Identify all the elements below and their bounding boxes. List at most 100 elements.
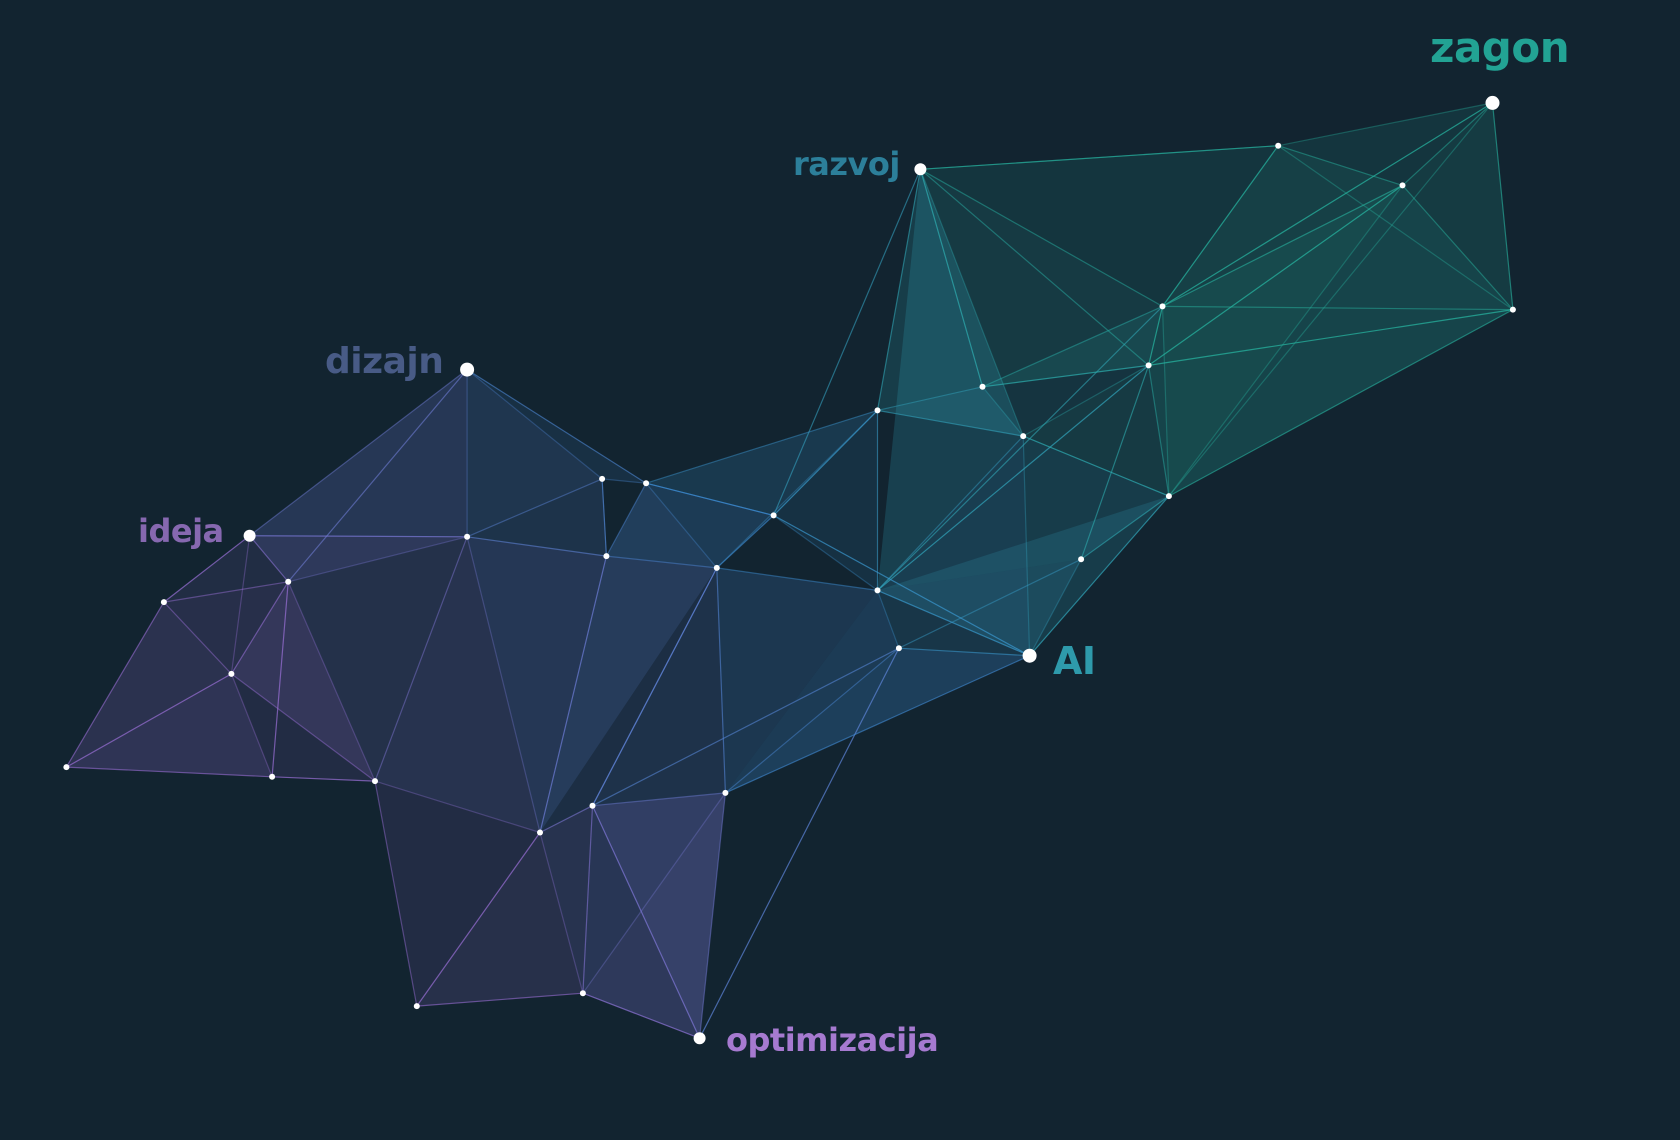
graph-edge bbox=[591, 567, 718, 806]
graph-edges bbox=[65, 102, 1514, 1039]
graph-nodes bbox=[63, 95, 1516, 1045]
graph-node bbox=[895, 645, 902, 652]
mesh-face bbox=[1148, 306, 1169, 497]
graph-node bbox=[1165, 493, 1172, 500]
hub-node bbox=[460, 362, 475, 377]
hub-node bbox=[914, 163, 927, 176]
graph-edge bbox=[898, 558, 1082, 649]
graph-edge bbox=[1080, 495, 1170, 560]
mesh-face bbox=[467, 536, 607, 833]
label-optimizacija: optimizacija bbox=[726, 1021, 939, 1059]
mesh-face bbox=[1162, 185, 1403, 497]
label-ideja: ideja bbox=[138, 512, 224, 550]
graph-edge bbox=[699, 792, 726, 1039]
mesh-face bbox=[582, 792, 726, 994]
mesh-face bbox=[982, 365, 1149, 437]
graph-edge bbox=[716, 409, 878, 569]
mesh-face bbox=[920, 169, 1163, 387]
hub-node bbox=[1022, 648, 1037, 663]
graph-edge bbox=[773, 169, 921, 516]
mesh-face bbox=[877, 436, 1030, 656]
label-dizajn: dizajn bbox=[325, 341, 444, 382]
graph-edge bbox=[374, 536, 468, 782]
graph-edge bbox=[539, 832, 584, 994]
mesh-face bbox=[163, 535, 289, 603]
graph-edge bbox=[539, 555, 607, 833]
mesh-face bbox=[592, 567, 726, 806]
graph-node bbox=[722, 789, 729, 796]
graph-edge bbox=[1168, 102, 1493, 497]
graph-edge bbox=[66, 766, 273, 778]
graph-edge bbox=[1161, 306, 1170, 497]
mesh-face bbox=[606, 483, 717, 568]
graph-edge bbox=[66, 673, 232, 768]
graph-edge bbox=[645, 482, 774, 516]
graph-edge bbox=[539, 805, 593, 834]
graph-edge bbox=[592, 792, 726, 807]
graph-edge bbox=[288, 536, 468, 583]
graph-edge bbox=[876, 590, 900, 649]
graph-edge bbox=[773, 409, 878, 516]
graph-edge bbox=[1022, 435, 1170, 497]
graph-edge bbox=[1022, 436, 1031, 656]
graph-edge bbox=[230, 581, 289, 675]
mesh-face bbox=[877, 559, 1082, 656]
graph-edge bbox=[1148, 365, 1170, 497]
label-ai: AI bbox=[1053, 639, 1096, 683]
graph-node bbox=[1159, 303, 1166, 310]
graph-edge bbox=[982, 364, 1149, 388]
graph-node bbox=[372, 778, 378, 785]
graph-node bbox=[603, 553, 610, 560]
mesh-face bbox=[1023, 365, 1169, 497]
graph-edge bbox=[877, 435, 1024, 591]
graph-node bbox=[589, 802, 596, 809]
graph-edge bbox=[920, 145, 1279, 170]
mesh-face bbox=[725, 590, 899, 793]
mesh-face bbox=[725, 648, 1030, 793]
mesh-face bbox=[375, 536, 540, 833]
triangle-fills bbox=[66, 102, 1513, 1039]
graph-edge bbox=[877, 409, 1024, 437]
graph-edge bbox=[1168, 185, 1403, 497]
graph-edge bbox=[582, 805, 594, 994]
graph-edge bbox=[605, 482, 647, 557]
mesh-face bbox=[66, 602, 232, 768]
graph-edge bbox=[65, 601, 165, 768]
graph-edge bbox=[877, 386, 983, 411]
graph-node bbox=[1145, 362, 1152, 369]
mesh-face bbox=[877, 496, 1169, 591]
mesh-face bbox=[982, 306, 1163, 387]
graph-edge bbox=[919, 169, 984, 387]
graph-edge bbox=[1278, 102, 1493, 147]
graph-edge bbox=[920, 168, 1163, 307]
graph-edge bbox=[1022, 364, 1149, 437]
graph-edge bbox=[1029, 495, 1170, 657]
graph-edge bbox=[1162, 145, 1279, 307]
graph-edge bbox=[602, 478, 647, 484]
graph-edge bbox=[163, 535, 250, 603]
graph-edge bbox=[725, 647, 900, 794]
label-zagon: zagon bbox=[1430, 23, 1570, 72]
mesh-face bbox=[163, 581, 289, 674]
mesh-face bbox=[773, 410, 878, 591]
mesh-face bbox=[592, 792, 726, 1039]
graph-edge bbox=[601, 478, 607, 557]
graph-node bbox=[285, 578, 292, 585]
mesh-face bbox=[877, 169, 983, 411]
graph-edge bbox=[272, 776, 376, 782]
graph-node bbox=[979, 383, 986, 390]
graph-edge bbox=[230, 535, 251, 674]
graph-edge bbox=[1402, 185, 1514, 310]
graph-edge bbox=[374, 780, 541, 834]
graph-node bbox=[1509, 306, 1516, 313]
graph-edge bbox=[591, 567, 718, 806]
graph-edge bbox=[466, 369, 647, 484]
mesh-face bbox=[540, 805, 593, 994]
mesh-face bbox=[66, 673, 273, 777]
graph-edge bbox=[898, 647, 1030, 657]
mesh-face bbox=[540, 567, 717, 833]
graph-edge bbox=[1162, 102, 1493, 307]
mesh-face bbox=[231, 581, 375, 782]
graph-node bbox=[63, 764, 70, 771]
graph-node bbox=[874, 407, 881, 414]
